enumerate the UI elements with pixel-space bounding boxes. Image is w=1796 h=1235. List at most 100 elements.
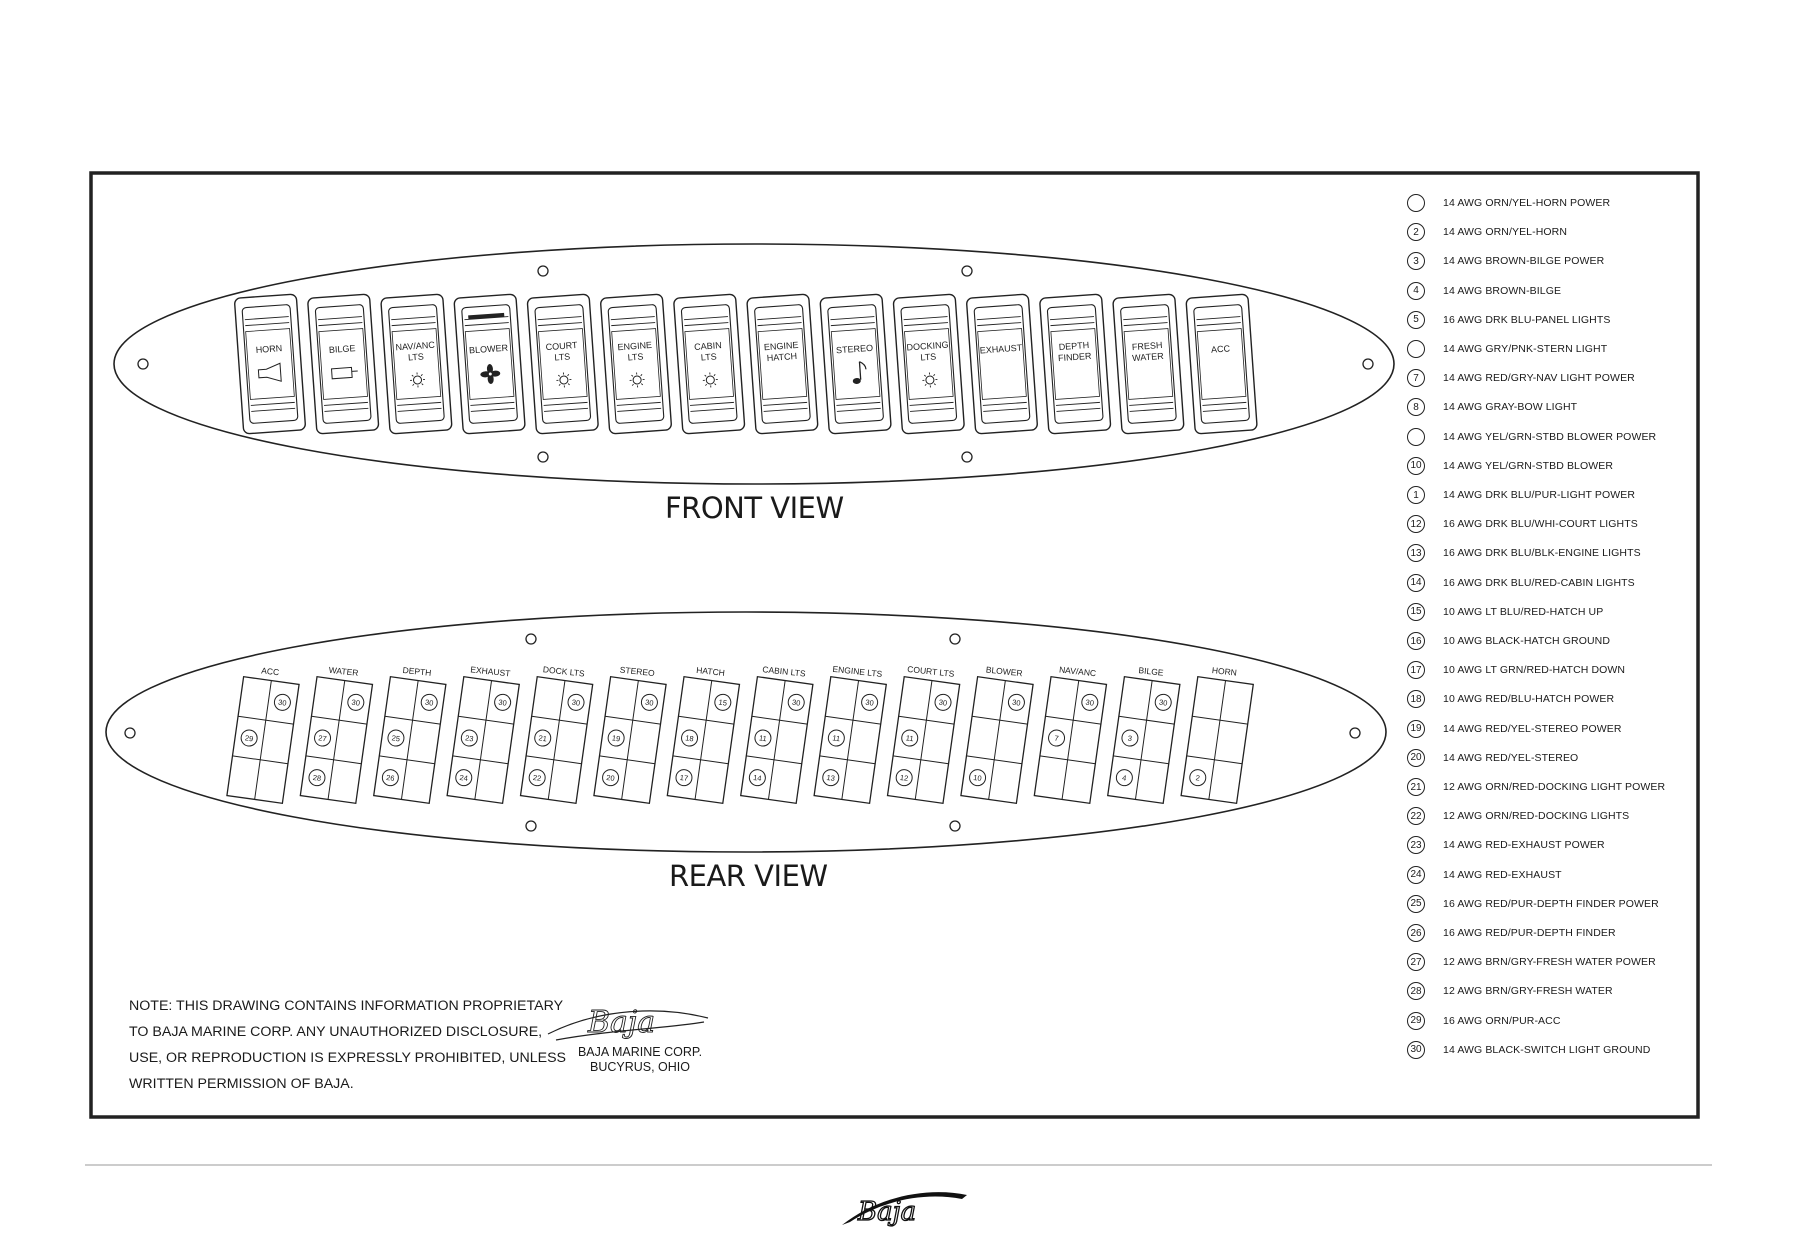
wire-number-circle: 23 bbox=[1407, 836, 1425, 855]
rear-mount-hole bbox=[525, 633, 537, 645]
switch-face bbox=[684, 328, 734, 400]
light-icon bbox=[556, 372, 572, 388]
wire-terminal: 24 bbox=[455, 769, 473, 787]
rear-switch-divider bbox=[379, 755, 435, 765]
rear-switch-label: EXHAUST bbox=[470, 664, 511, 678]
rear-switch-label: CABIN LTS bbox=[762, 664, 806, 679]
wire-label: 14 AWG ORN/YEL-HORN POWER bbox=[1443, 197, 1611, 209]
front-switch[interactable]: BLOWER bbox=[453, 293, 526, 435]
switch-face bbox=[318, 328, 368, 400]
rear-switch-divider bbox=[452, 755, 509, 765]
rocker-ridge bbox=[617, 407, 662, 412]
switch-bezel bbox=[966, 293, 1038, 435]
rear-switch-divider bbox=[400, 680, 419, 800]
rear-switch-divider bbox=[311, 715, 367, 725]
switch-face bbox=[538, 328, 588, 400]
rocker-ridge bbox=[251, 407, 296, 412]
svg-text:17: 17 bbox=[679, 773, 689, 783]
switch-rocker bbox=[900, 304, 958, 424]
wire-label: 16 AWG DRK BLU/WHI-COURT LIGHTS bbox=[1443, 518, 1638, 531]
front-switch[interactable]: STEREO bbox=[819, 293, 892, 435]
front-switch[interactable]: HORN bbox=[234, 293, 306, 435]
baja-logo: Baja bbox=[547, 1005, 709, 1041]
svg-text:30: 30 bbox=[278, 698, 288, 708]
rocker-ridge bbox=[397, 407, 442, 412]
front-switch-label: LTS bbox=[627, 351, 644, 362]
wire-label: 14 AWG GRY/PNK-STERN LIGHT bbox=[1443, 343, 1608, 355]
rear-switch-divider bbox=[327, 680, 346, 800]
wire-terminal: 23 bbox=[460, 729, 478, 747]
rocker-ridge bbox=[904, 322, 948, 327]
rocker-ridge bbox=[1196, 322, 1241, 327]
wire-label: 16 AWG DRK BLU/BLK-ENGINE LIGHTS bbox=[1443, 547, 1641, 560]
front-switch[interactable]: ACC bbox=[1185, 293, 1258, 435]
front-mount-hole bbox=[961, 265, 973, 277]
wire-terminal: 15 bbox=[714, 693, 732, 711]
rocker-ridge bbox=[1202, 407, 1247, 412]
switch-indicator-bar bbox=[468, 312, 505, 320]
rocker-ridge bbox=[391, 316, 436, 321]
svg-text:3: 3 bbox=[1127, 734, 1132, 743]
wire-terminal: 27 bbox=[314, 729, 332, 747]
rear-switch-divider bbox=[1045, 715, 1101, 725]
rocker-ridge bbox=[537, 316, 582, 321]
wire-number-circle: 14 bbox=[1407, 573, 1425, 592]
rocker-ridge bbox=[250, 401, 295, 406]
wire-terminal: 21 bbox=[534, 729, 552, 747]
wire-label: 12 AWG BRN/GRY-FRESH WATER bbox=[1443, 985, 1613, 998]
rear-switch-label: HORN bbox=[1211, 665, 1237, 678]
front-switch[interactable]: EXHAUST bbox=[966, 293, 1038, 435]
rear-switch-label: BLOWER bbox=[985, 664, 1023, 678]
rear-switch-label: ENGINE LTS bbox=[832, 664, 883, 679]
rear-switch-divider bbox=[1118, 715, 1175, 725]
wire-number-circle: 26 bbox=[1407, 924, 1425, 942]
svg-text:21: 21 bbox=[538, 733, 548, 743]
wire-number-circle: 22 bbox=[1407, 807, 1425, 826]
rear-switch-divider bbox=[305, 755, 362, 765]
front-switch[interactable]: BILGE bbox=[307, 293, 380, 435]
svg-text:29: 29 bbox=[244, 733, 254, 743]
wire-number-circle: 18 bbox=[1407, 690, 1425, 709]
svg-text:22: 22 bbox=[532, 773, 542, 783]
svg-text:19: 19 bbox=[611, 733, 621, 743]
rear-switch-divider bbox=[526, 755, 582, 765]
wire-terminal: 30 bbox=[861, 693, 879, 711]
wire-terminal: 30 bbox=[567, 693, 585, 711]
rear-switch-divider bbox=[898, 715, 955, 725]
rear-switch-divider bbox=[971, 715, 1028, 725]
wire-legend-item: 14 AWG YEL/GRN-STBD BLOWER POWER bbox=[1407, 425, 1656, 449]
rocker-ridge bbox=[318, 316, 362, 321]
wire-terminal: 10 bbox=[969, 769, 987, 787]
wire-terminal: 30 bbox=[420, 693, 438, 711]
switch-face bbox=[977, 328, 1027, 400]
front-mount-hole-left bbox=[137, 358, 149, 370]
wire-number-circle: 27 bbox=[1407, 953, 1425, 972]
